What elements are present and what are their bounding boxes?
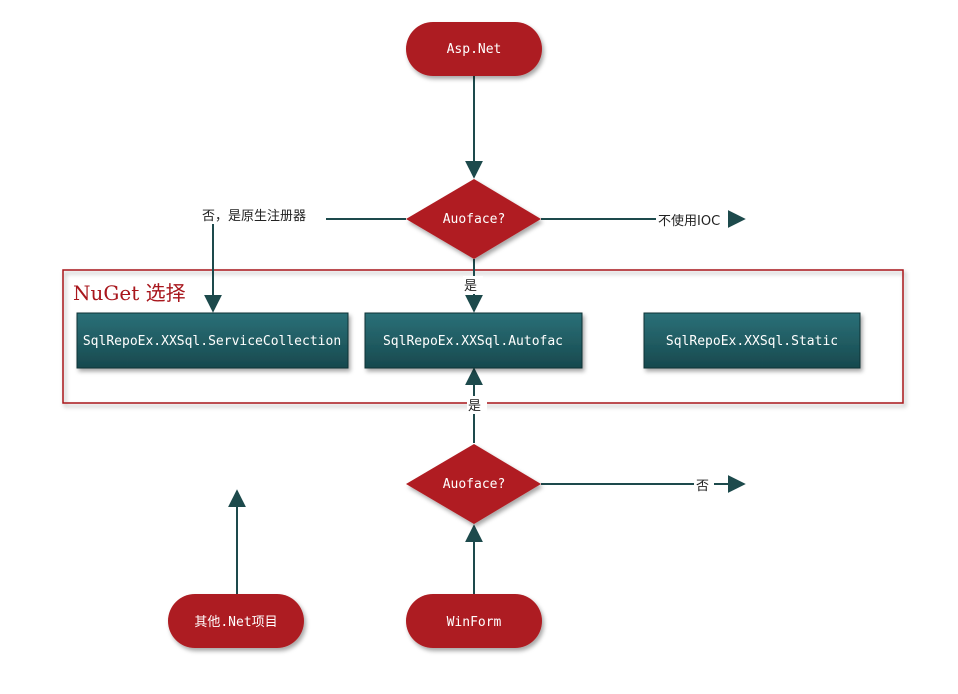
package-static-label: SqlRepoEx.XXSql.Static [666,334,838,349]
package-static: SqlRepoEx.XXSql.Static [643,312,861,369]
bottom-decision-label: Auoface? [443,477,506,492]
edge-label-no-ioc: 不使用IOC [658,213,720,229]
package-service-collection: SqlRepoEx.XXSql.ServiceCollection [76,312,349,369]
edge-label-native-registrar: 否，是原生注册器 [202,209,306,224]
edge-label-yes-bottom: 是 [468,399,481,414]
top-decision-label: Auoface? [443,212,506,227]
top-decision-node: Auoface? [406,179,541,259]
nuget-group-title: NuGet 选择 [73,281,186,305]
package-autofac: SqlRepoEx.XXSql.Autofac [364,312,583,369]
winform-node: WinForm [406,594,542,648]
edge-label-yes-top: 是 [464,279,477,294]
asp-net-label: Asp.Net [447,42,502,57]
bottom-decision-node: Auoface? [406,444,541,524]
other-net-label: 其他.Net项目 [194,615,277,630]
winform-label: WinForm [447,615,502,630]
edge-decision-to-service-collection [204,218,406,313]
other-net-node: 其他.Net项目 [168,594,304,648]
edge-label-no-bottom: 否 [696,479,709,494]
asp-net-node: Asp.Net [406,22,542,76]
package-autofac-label: SqlRepoEx.XXSql.Autofac [383,334,563,349]
package-service-collection-label: SqlRepoEx.XXSql.ServiceCollection [83,334,341,349]
